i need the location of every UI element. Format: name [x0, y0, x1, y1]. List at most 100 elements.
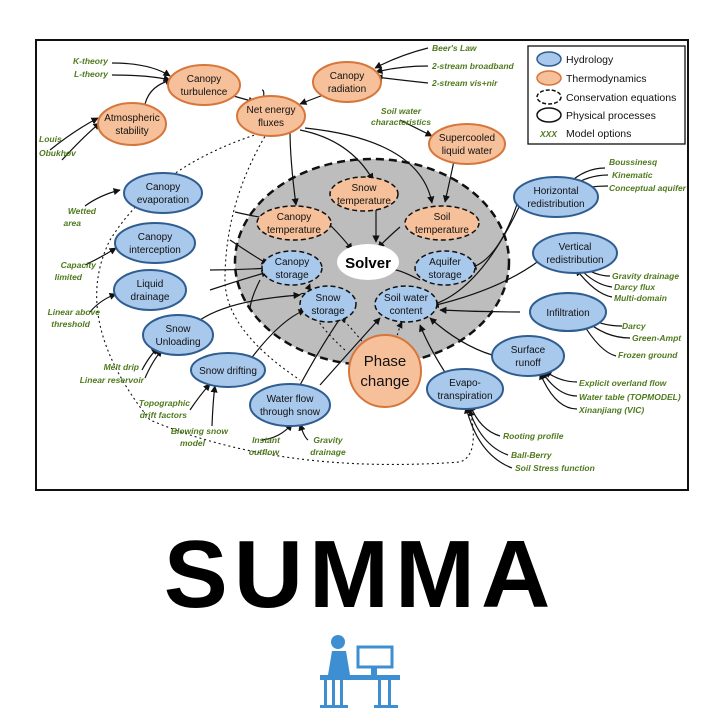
node-atmospheric-stability: Atmospheric stability — [97, 102, 167, 146]
option-2-stream-vis-nir: 2-stream vis+nir — [431, 78, 498, 88]
option-explicit-overland-flow: Explicit overland flow — [579, 378, 668, 388]
legend-symbol: XXX — [539, 129, 558, 139]
node-label: Infiltration — [546, 308, 589, 319]
legend-label: Model options — [566, 128, 631, 140]
node-surface-runoff: Surface runoff — [491, 335, 565, 377]
node-label: storage — [275, 270, 309, 281]
node-label: temperature — [337, 196, 391, 207]
option-water-table-topmodel: Water table (TOPMODEL) — [579, 392, 681, 402]
option-gravity-drainage: Gravity drainage — [612, 271, 679, 281]
node-label: Canopy — [277, 212, 311, 223]
node-label: Atmospheric — [104, 113, 160, 124]
option-2-stream-broadband: 2-stream broadband — [431, 61, 515, 71]
legend-label: Conservation equations — [566, 92, 676, 104]
option-k-theory: K-theory — [73, 56, 109, 66]
node-evapotranspiration: Evapo- transpiration — [426, 368, 504, 410]
option-soil-water-characteristics: Soil water — [381, 106, 422, 116]
option-darcy-flux: Darcy flux — [614, 282, 656, 292]
phase-change-label: change — [360, 373, 409, 390]
node-aquifer-storage: Aquifer storage — [414, 250, 476, 286]
node-snow-drifting: Snow drifting — [190, 352, 266, 388]
option-ball-berry: Ball-Berry — [511, 450, 553, 460]
legend-item-model-options: XXX Model options — [539, 128, 631, 140]
option-l-theory: L-theory — [74, 69, 109, 79]
option-blowing-snow-model: Blowing snow — [171, 426, 230, 436]
node-label: runoff — [515, 358, 541, 369]
node-label: Net energy — [247, 105, 296, 116]
legend: Hydrology Thermodynamics Conservation eq… — [527, 45, 686, 145]
node-label: Evapo- — [449, 378, 481, 389]
app-title: SUMMA — [163, 521, 557, 628]
node-snow-storage: Snow storage — [299, 285, 357, 323]
node-label: Soil — [434, 212, 451, 223]
node-label: evaporation — [137, 195, 189, 206]
node-snow-unloading: Snow Unloading — [142, 314, 214, 356]
option-instant-outflow: Instant — [252, 435, 281, 445]
legend-label: Thermodynamics — [566, 73, 647, 85]
node-label: Surface — [511, 345, 546, 356]
option-soil-stress-function: Soil Stress function — [515, 463, 595, 473]
node-label: Snow — [165, 324, 191, 335]
option-wetted-area: area — [64, 218, 82, 228]
node-label: Snow drifting — [199, 366, 257, 377]
option-kinematic: Kinematic — [612, 170, 653, 180]
node-label: temperature — [267, 225, 321, 236]
node-infiltration: Infiltration — [529, 292, 607, 332]
node-label: storage — [428, 270, 462, 281]
option-linear-above-threshold: threshold — [51, 319, 91, 329]
person-at-computer-icon — [320, 635, 400, 708]
legend-item-physical: Physical processes — [536, 107, 656, 123]
node-label: Aquifer — [429, 257, 461, 268]
option-capacity-limited: Capacity — [61, 260, 98, 270]
legend-label: Physical processes — [566, 110, 656, 122]
node-label: Canopy — [275, 257, 309, 268]
node-water-flow-through-snow: Water flow through snow — [249, 383, 331, 427]
node-horizontal-redistribution: Horizontal redistribution — [513, 176, 599, 218]
option-beers-law: Beer's Law — [432, 43, 478, 53]
node-canopy-radiation: Canopy radiation — [312, 61, 382, 103]
option-instant-outflow: outflow — [249, 447, 281, 457]
node-canopy-storage: Canopy storage — [261, 250, 323, 286]
option-multi-domain: Multi-domain — [614, 293, 667, 303]
node-label: Liquid — [137, 279, 164, 290]
option-gravity-drainage-snow: drainage — [310, 447, 346, 457]
node-liquid-drainage: Liquid drainage — [113, 269, 187, 311]
node-supercooled-liquid-water: Supercooled liquid water — [428, 123, 506, 165]
node-label: redistribution — [527, 199, 584, 210]
option-xinanjiang-vic: Xinanjiang (VIC) — [578, 405, 644, 415]
node-label: Unloading — [155, 337, 200, 348]
node-canopy-interception: Canopy interception — [114, 222, 196, 264]
node-canopy-evaporation: Canopy evaporation — [123, 172, 203, 214]
option-conceptual-aquifer: Conceptual aquifer — [609, 183, 687, 193]
node-label: drainage — [131, 292, 170, 303]
option-gravity-drainage-snow: Gravity — [313, 435, 344, 445]
node-canopy-temperature: Canopy temperature — [256, 205, 332, 241]
option-green-ampt: Green-Ampt — [632, 333, 682, 343]
node-label: Canopy — [138, 232, 172, 243]
node-label: temperature — [415, 225, 469, 236]
node-label: storage — [311, 306, 345, 317]
node-label: Canopy — [187, 74, 221, 85]
node-net-energy-fluxes: Net energy fluxes — [236, 95, 306, 137]
node-canopy-turbulence: Canopy turbulence — [167, 64, 241, 106]
node-label: redistribution — [546, 255, 603, 266]
legend-item-hydrology: Hydrology — [536, 51, 614, 67]
node-label: through snow — [260, 407, 321, 418]
node-label: Canopy — [330, 71, 364, 82]
option-linear-above-threshold: Linear above — [48, 307, 101, 317]
node-label: Canopy — [146, 182, 180, 193]
node-label: Horizontal — [533, 186, 578, 197]
legend-label: Hydrology — [566, 54, 614, 66]
legend-item-thermodynamics: Thermodynamics — [536, 70, 647, 86]
node-label: transpiration — [437, 391, 492, 402]
phase-change-label: Phase — [364, 353, 407, 370]
option-topographic-drift-factors: Topographic — [139, 398, 190, 408]
node-label: interception — [129, 245, 181, 256]
node-label: radiation — [328, 84, 366, 95]
option-topographic-drift-factors: drift factors — [140, 410, 188, 420]
node-phase-change: Phase change — [348, 334, 422, 408]
node-vertical-redistribution: Vertical redistribution — [532, 232, 618, 274]
option-obukhov: Obukhov — [39, 148, 77, 158]
node-soil-temperature: Soil temperature — [404, 205, 480, 241]
